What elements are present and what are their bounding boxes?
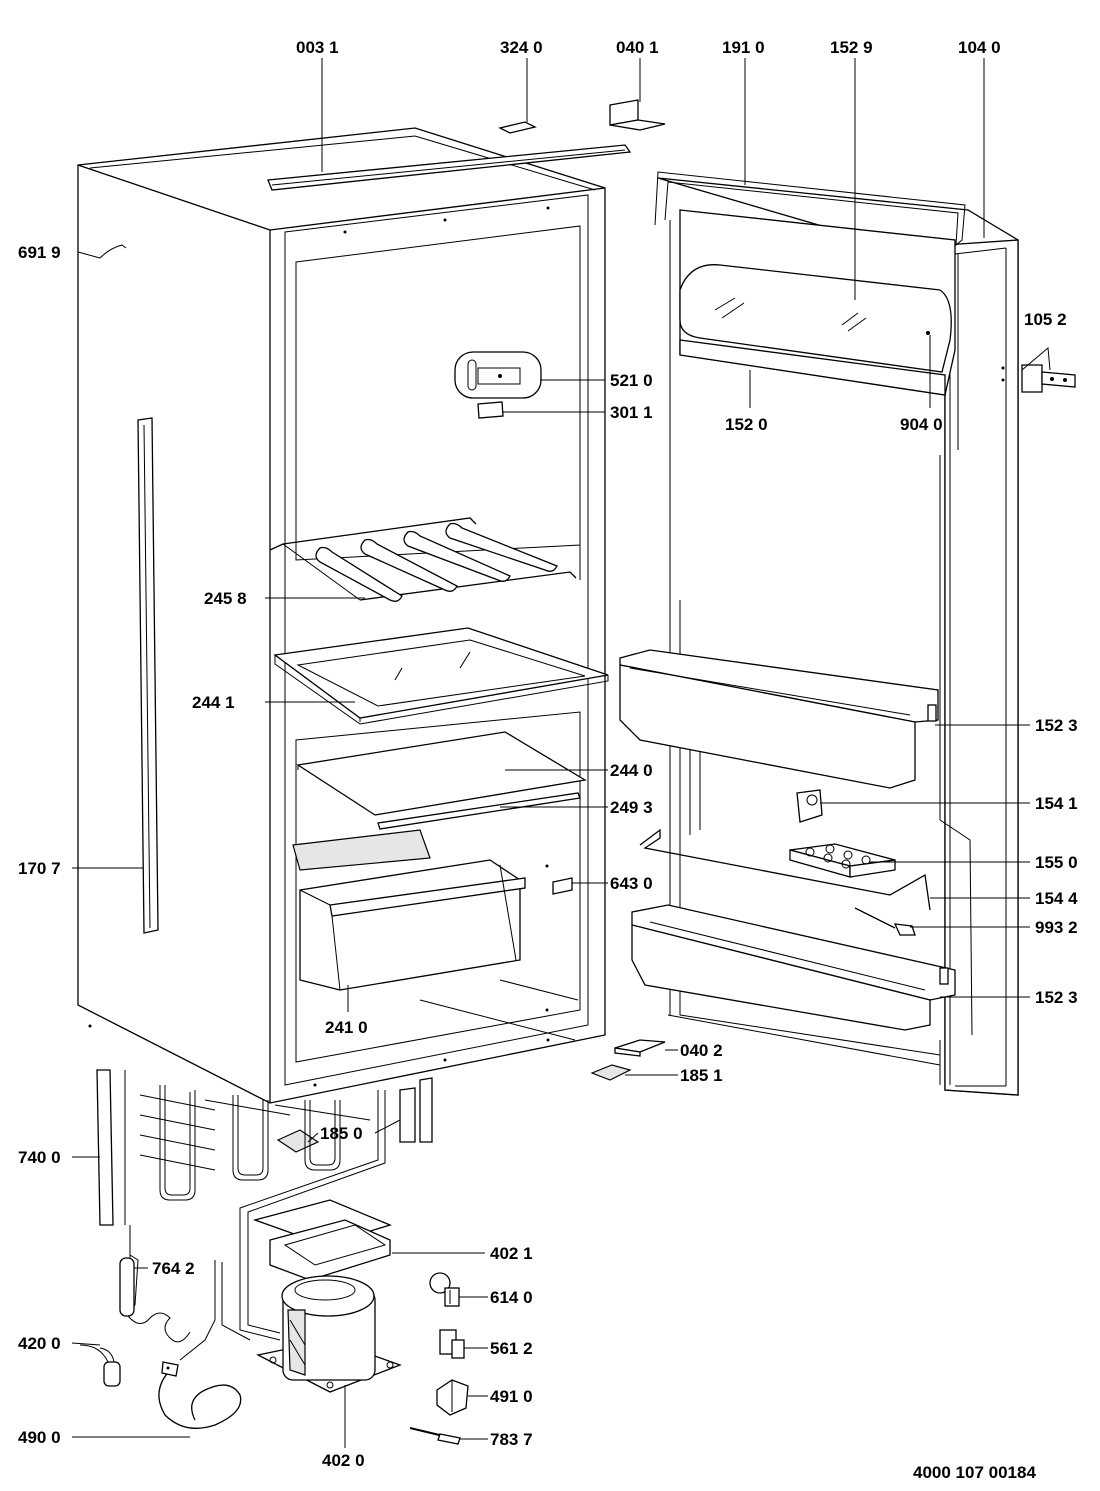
glass-shelf-top	[273, 627, 609, 725]
door-panel	[654, 171, 1019, 1096]
thermostat-part	[454, 351, 542, 399]
crisper-cover	[292, 829, 431, 871]
label-245-8: 245 8	[204, 589, 247, 608]
pin-part	[409, 1427, 461, 1445]
label-249-3: 249 3	[610, 798, 653, 817]
label-152-0: 152 0	[725, 415, 768, 434]
label-241-0: 241 0	[325, 1018, 368, 1037]
label-185-0: 185 0	[320, 1124, 363, 1143]
label-324-0: 324 0	[500, 38, 543, 57]
label-003-1: 003 1	[296, 38, 339, 57]
door-clip-part	[796, 789, 823, 823]
label-152-3-lower: 152 3	[1035, 988, 1078, 1007]
lamp-cover-part	[552, 877, 573, 895]
door-shelf-upper	[619, 649, 939, 789]
label-104-0: 104 0	[958, 38, 1001, 57]
hinge-bracket-top	[609, 99, 666, 131]
label-904-0: 904 0	[900, 415, 943, 434]
power-cord-part	[158, 1361, 242, 1429]
label-614-0: 614 0	[490, 1288, 533, 1307]
label-420-0: 420 0	[18, 1334, 61, 1353]
label-plate-part	[477, 401, 504, 419]
label-643-0: 643 0	[610, 874, 653, 893]
side-strip-part	[137, 417, 159, 934]
evaporator-grid-shelf	[269, 517, 577, 602]
label-152-9: 152 9	[830, 38, 873, 57]
label-191-0: 191 0	[722, 38, 765, 57]
label-152-3-upper: 152 3	[1035, 716, 1078, 735]
label-244-1: 244 1	[192, 693, 235, 712]
part-labels: 003 1 324 0 040 1 191 0 152 9 104 0 691 …	[18, 38, 1078, 1470]
label-040-2: 040 2	[680, 1041, 723, 1060]
terminal-cover-part	[436, 1379, 469, 1416]
condenser-assembly	[96, 1069, 433, 1361]
top-rail	[267, 144, 632, 191]
label-154-1: 154 1	[1035, 794, 1078, 813]
label-561-2: 561 2	[490, 1339, 533, 1358]
label-402-0: 402 0	[322, 1451, 365, 1470]
starter-part	[439, 1329, 465, 1359]
leader-lines	[71, 58, 1051, 1448]
label-244-0: 244 0	[610, 761, 653, 780]
hinge-part	[1021, 364, 1076, 393]
sensor-cable-part	[854, 907, 916, 936]
bottle-rail-part	[639, 828, 931, 911]
label-301-1: 301 1	[610, 403, 653, 422]
small-clip-part	[498, 121, 537, 134]
label-740-0: 740 0	[18, 1148, 61, 1167]
door-stop-part	[590, 1064, 632, 1081]
label-040-1: 040 1	[616, 38, 659, 57]
drawing-code: 4000 107 00184	[913, 1463, 1036, 1482]
label-993-2: 993 2	[1035, 918, 1078, 937]
crisper-drawer	[299, 859, 526, 991]
label-185-1: 185 1	[680, 1066, 723, 1085]
foot-part	[276, 1129, 320, 1153]
label-490-0: 490 0	[18, 1428, 61, 1447]
label-170-7: 170 7	[18, 859, 61, 878]
relay-part	[429, 1272, 460, 1307]
label-521-0: 521 0	[610, 371, 653, 390]
label-764-2: 764 2	[152, 1259, 195, 1278]
filter-dryer-part	[119, 1257, 191, 1343]
compressor-part	[256, 1275, 402, 1393]
hinge-bracket-bottom	[614, 1039, 666, 1057]
label-491-0: 491 0	[490, 1387, 533, 1406]
side-cable-part	[99, 244, 127, 259]
dairy-compartment	[679, 209, 956, 396]
egg-tray-part	[789, 843, 896, 878]
capacitor-part	[79, 1344, 121, 1387]
shelf-strip-part	[377, 792, 581, 830]
door-shelf-lower	[631, 904, 956, 1031]
label-105-2: 105 2	[1024, 310, 1067, 329]
glass-shelf-middle	[296, 731, 587, 816]
label-402-1: 402 1	[490, 1244, 533, 1263]
compressor-mount-part	[252, 1199, 392, 1281]
label-691-9: 691 9	[18, 243, 61, 262]
label-783-7: 783 7	[490, 1430, 533, 1449]
label-155-0: 155 0	[1035, 853, 1078, 872]
label-154-4: 154 4	[1035, 889, 1078, 908]
